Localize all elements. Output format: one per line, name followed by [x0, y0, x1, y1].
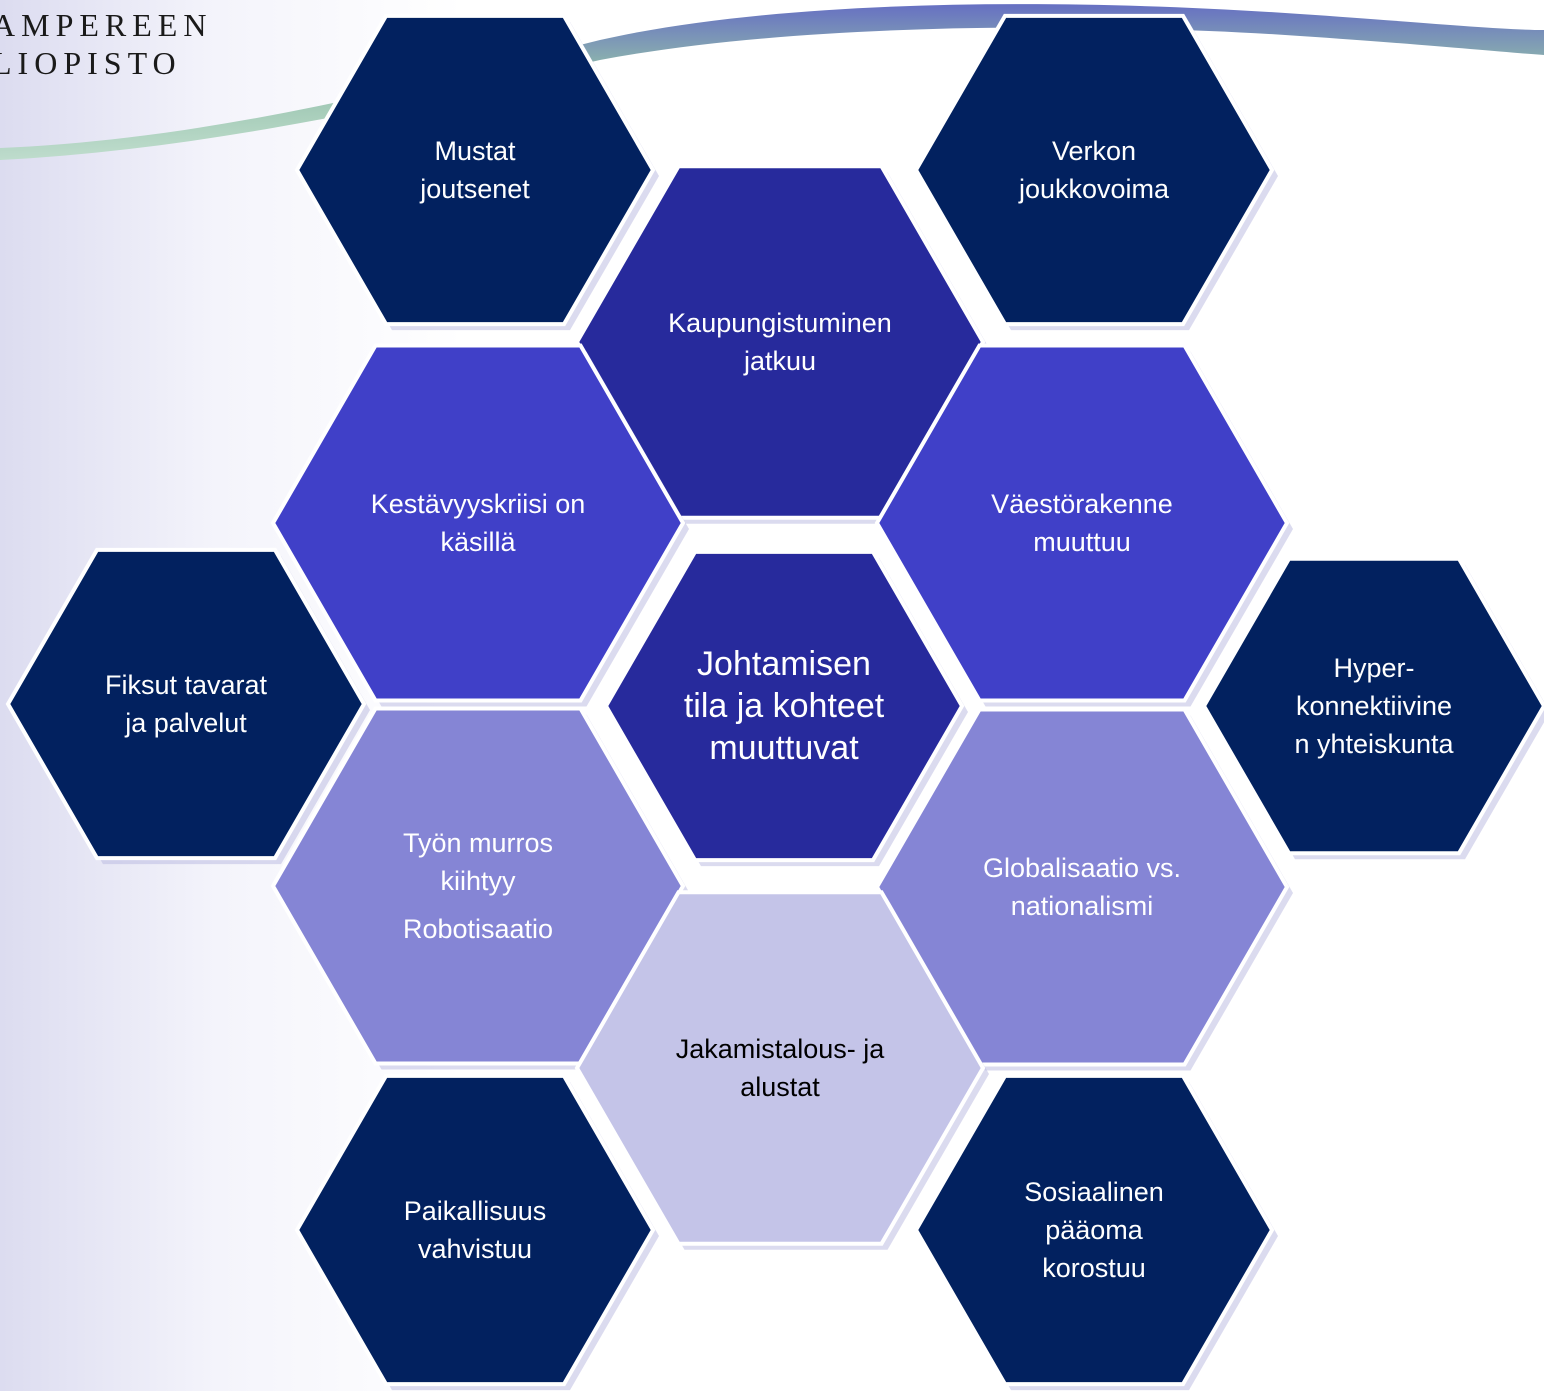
- hexagon-label-vaesto: Väestörakenne muuttuu: [991, 485, 1173, 561]
- university-logo: AMPEREEN LIOPISTO: [0, 6, 212, 82]
- hexagon-label-line: jatkuu: [743, 346, 817, 376]
- hexagon-label-line: Globalisaatio vs.: [982, 853, 1182, 883]
- hexagon-label-kaupungistuminen: Kaupungistuminen jatkuu: [668, 304, 892, 380]
- hexagon-label-line: käsillä: [440, 527, 516, 557]
- hexagon-label-sosiaalinen: Sosiaalinen pääoma korostuu: [1024, 1173, 1164, 1287]
- hexagon-label-line: n yhteiskunta: [1294, 729, 1454, 759]
- hexagon-tyon: [270, 706, 686, 1066]
- hexagon-label-extra: Robotisaatio: [402, 914, 554, 944]
- hexagon-label-line: konnektiivine: [1295, 691, 1453, 721]
- hexagon-label-line: joutsenet: [420, 174, 530, 204]
- hexagon-label-line: Työn murros: [402, 828, 554, 858]
- hexagon-label-line: Verkon: [1051, 136, 1137, 166]
- hexagon-label-line: pääoma: [1045, 1215, 1143, 1245]
- hexagon-label-line: vahvistuu: [417, 1234, 533, 1264]
- logo-wave-band: [0, 4, 1544, 160]
- hexagon-fiksut: [5, 547, 367, 861]
- hexagon-label-line: kiihtyy: [440, 866, 516, 896]
- hexagon-label-line: Paikallisuus: [403, 1196, 547, 1226]
- hexagon-mustat: [294, 13, 656, 327]
- hexagon-label-hyper: Hyper-konnektiivine n yhteiskunta: [1294, 649, 1453, 763]
- hexagon-label-line: Sosiaalinen: [1024, 1177, 1164, 1207]
- hexagon-sosiaalinen: [913, 1073, 1275, 1387]
- hexagon-label-line: tila ja kohteet: [683, 687, 885, 725]
- hexagon-label-line: alustat: [740, 1072, 820, 1102]
- hexagon-label-line: Väestörakenne: [991, 489, 1173, 519]
- hexagon-label-jakamis: Jakamistalous- ja alustat: [676, 1030, 885, 1106]
- hexagon-label-line: Hyper-: [1333, 653, 1415, 683]
- hexagon-label-kestavyys: Kestävyyskriisi on käsillä: [371, 485, 586, 561]
- hexagon-label-line: Jakamistalous- ja: [675, 1034, 885, 1064]
- hexagon-johtamisen: [603, 549, 965, 863]
- hexagon-label-globalisaatio: Globalisaatio vs. nationalismi: [983, 849, 1181, 925]
- hexagon-verkon: [913, 13, 1275, 327]
- hexagon-label-line: Mustat: [434, 136, 516, 166]
- hexagon-label-line: nationalismi: [1010, 891, 1154, 921]
- hexagon-label-line: Kaupungistuminen: [668, 308, 892, 338]
- hexagon-paikallisuus: [294, 1073, 656, 1387]
- hexagon-kestavyys: [270, 343, 686, 703]
- logo-line-1: AMPEREEN: [0, 7, 213, 43]
- hexagon-label-line: korostuu: [1042, 1253, 1146, 1283]
- hexagon-label-fiksut: Fiksut tavarat ja palvelut: [105, 666, 267, 742]
- hexagon-label-line: Kestävyyskriisi on: [370, 489, 586, 519]
- hexagon-label-line: ja palvelut: [125, 708, 247, 738]
- hexagon-vaesto: [874, 343, 1290, 703]
- hexagon-label-johtamisen: Johtamisen tila ja kohteet muuttuvat: [684, 643, 884, 769]
- hexagon-label-line: muuttuvat: [709, 729, 859, 767]
- logo-line-2: LIOPISTO: [0, 45, 182, 81]
- hexagon-label-line: Johtamisen: [697, 645, 871, 683]
- hexagon-label-mustat: Mustat joutsenet: [420, 132, 530, 208]
- hexagon-label-line: muuttuu: [1033, 527, 1131, 557]
- hexagon-label-verkon: Verkon joukkovoima: [1019, 132, 1169, 208]
- hexagon-label-line: Fiksut tavarat: [104, 670, 268, 700]
- hexagon-label-paikallisuus: Paikallisuus vahvistuu: [404, 1192, 547, 1268]
- hexagon-label-line: joukkovoima: [1018, 174, 1170, 204]
- hexagon-jakamis: [574, 890, 986, 1246]
- hexagon-hyper: [1201, 556, 1544, 856]
